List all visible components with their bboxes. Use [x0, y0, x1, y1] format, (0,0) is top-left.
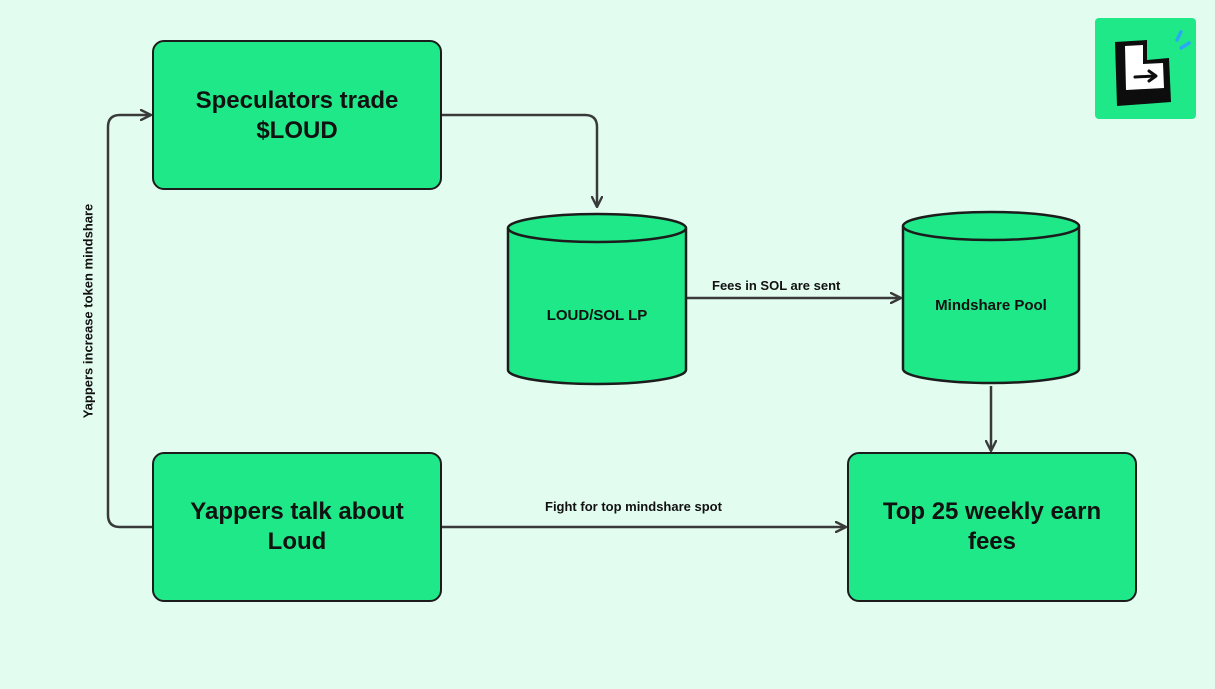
- arrow-box-icon: [1115, 30, 1191, 106]
- fight-edge-label: Fight for top mindshare spot: [545, 499, 722, 514]
- mindshare-pool-label: Mindshare Pool: [935, 297, 1047, 314]
- logo: [1095, 18, 1196, 119]
- mindshare-pool-cylinder: [901, 210, 1081, 385]
- top25-node: Top 25 weekly earn fees: [847, 452, 1137, 602]
- mindshare-edge-label: Yappers increase token mindshare: [80, 203, 96, 419]
- yappers-node: Yappers talk about Loud: [152, 452, 442, 602]
- lp-cylinder: [506, 212, 688, 386]
- speculators-node: Speculators trade $LOUD: [152, 40, 442, 190]
- fees-edge-label: Fees in SOL are sent: [712, 278, 841, 293]
- arrow-yappers-to-speculators: [106, 115, 152, 529]
- yappers-label: Yappers talk about Loud: [190, 498, 404, 555]
- arrow-speculators-to-lp: [442, 113, 597, 206]
- loud-sol-lp-label: LOUD/SOL LP: [546, 307, 648, 324]
- top25-label: Top 25 weekly earn fees: [882, 498, 1102, 555]
- speculators-label: Speculators trade $LOUD: [195, 87, 399, 144]
